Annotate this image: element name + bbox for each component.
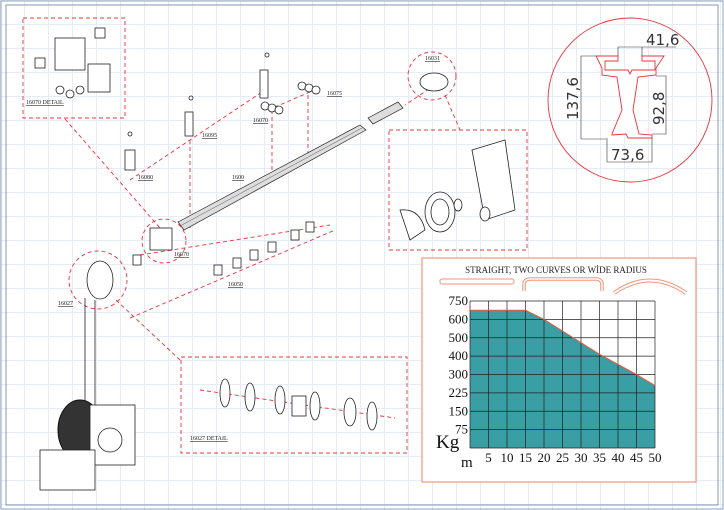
y-axis-label: Kg [436,432,460,453]
y-tick-label: 750 [449,293,469,308]
label-16095: 16095 [202,133,217,139]
label-16080: 16080 [138,175,153,181]
end-housing-16070 [149,227,173,251]
brackets [124,52,321,171]
drive-pulley-16027 [86,260,114,300]
x-tick-label: 25 [556,450,569,465]
label-16027: 16027 [58,301,73,307]
y-tick-label: 500 [449,330,469,345]
x-tick-label: 10 [501,450,514,465]
circle-16027 [68,250,128,310]
circle-16070-end [141,218,187,264]
x-tick-label: 15 [519,450,532,465]
label-16027-detail: 16027 DETAIL [190,436,228,442]
y-tick-label: 600 [449,311,469,326]
x-tick-label: 35 [593,450,606,465]
x-axis-label: m [461,455,473,471]
assembly-lines [64,84,461,361]
label-16070-detail: 16070 DETAIL [26,100,64,106]
x-tick-label: 30 [575,450,588,465]
end-pulley-16031 [419,72,449,92]
gear-motor [39,399,136,491]
x-tick-label: 40 [612,450,625,465]
load-chart: STRAIGHT, TWO CURVES OR WİDE RADIUS 750 6… [421,257,697,483]
x-tick-label: 50 [649,450,662,465]
rail-1600 [177,101,404,231]
x-tick-label: 5 [485,450,492,465]
label-1600: 1600 [232,175,244,181]
capacity-line [470,309,656,386]
detail-16027-parts [219,378,378,431]
y-tick-label: 150 [449,403,469,418]
chart-title: STRAIGHT, TWO CURVES OR WİDE RADIUS [465,265,647,275]
dim-top-width: 41,6 [646,31,679,49]
label-16075: 16075 [327,91,342,97]
sheet-inner-border [5,4,719,506]
detail-16031-parts [399,139,516,241]
dim-bottom-width: 73,6 [611,146,644,164]
y-tick-label: 75 [455,422,468,437]
profile-section [547,17,713,183]
detail-box-16027 [180,356,408,454]
trolleys-16050 [132,221,315,276]
detail-16070-parts [34,27,111,99]
straight-rail-icon [439,278,515,285]
label-16050: 16050 [228,282,243,288]
detail-box-16070 [22,17,126,119]
y-tick-label: 400 [449,348,469,363]
dim-height: 137,6 [564,77,582,120]
label-16031: 16031 [425,56,440,62]
y-tick-label: 300 [449,367,469,382]
x-tick-label: 45 [630,450,643,465]
y-tick-label: 225 [449,385,469,400]
detail-box-16031 [388,129,528,251]
dim-inner-height: 92,8 [650,92,668,125]
label-16070-top: 16070 [253,118,268,124]
label-16070-end: 16070 [174,252,189,258]
circle-16031 [407,51,457,101]
x-tick-label: 20 [538,450,551,465]
